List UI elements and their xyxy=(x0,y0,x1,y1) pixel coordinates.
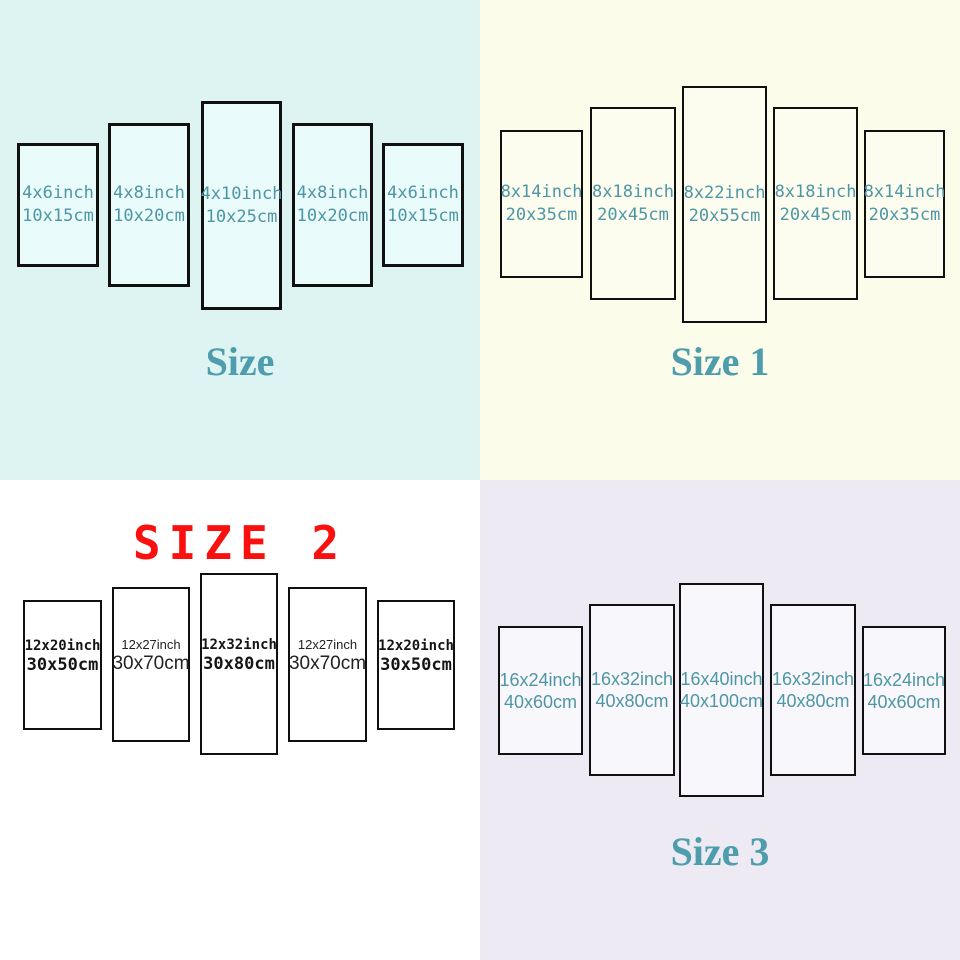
quadrant-size-1: 8x14inch 20x35cm 8x18inch 20x45cm 8x22in… xyxy=(480,0,960,480)
panel: 12x27inch 30x70cm xyxy=(288,587,367,742)
panel-inch-label: 16x32inch xyxy=(771,669,855,689)
panel-label: 16x24inch 40x60cm xyxy=(863,669,945,713)
panel-cm-label: 10x15cm xyxy=(22,206,94,226)
panel-label: 8x14inch 20x35cm xyxy=(501,181,583,227)
panel: 8x14inch 20x35cm xyxy=(864,130,945,278)
panel-inch-label: 8x14inch xyxy=(863,182,946,202)
panel-inch-label: 4x6inch xyxy=(387,183,459,203)
panel-label: 4x8inch 10x20cm xyxy=(113,182,185,228)
quadrant-size: 4x6inch 10x15cm 4x8inch 10x20cm 4x10inch… xyxy=(0,0,480,480)
quadrant-title: SIZE 2 xyxy=(132,516,348,570)
panel-inch-label: 4x6inch xyxy=(22,183,94,203)
panel-label: 4x10inch 10x25cm xyxy=(201,183,283,229)
panel-inch-label: 4x8inch xyxy=(113,183,185,203)
quadrant-title: Size xyxy=(205,339,275,384)
panel-cm-label: 30x80cm xyxy=(203,653,275,674)
panel-cm-label: 40x60cm xyxy=(867,691,941,712)
panel-label: 12x20inch 30x50cm xyxy=(25,638,101,675)
panel-cm-label: 10x15cm xyxy=(387,206,459,226)
panel: 12x20inch 30x50cm xyxy=(377,600,455,730)
panel: 12x32inch 30x80cm xyxy=(200,573,278,755)
panel-label: 16x24inch 40x60cm xyxy=(499,669,581,713)
panel-label: 4x6inch 10x15cm xyxy=(387,182,459,228)
panel-inch-label: 4x8inch xyxy=(296,183,369,203)
panel-inch-label: 16x24inch xyxy=(862,669,946,690)
quadrant-size-3: 16x24inch 40x60cm 16x32inch 40x80cm 16x4… xyxy=(480,480,960,960)
panel-inch-label: 8x14inch xyxy=(500,182,583,202)
panel: 4x8inch 10x20cm xyxy=(108,123,190,287)
panel-cm-label: 20x55cm xyxy=(688,205,761,226)
panel-cm-label: 30x70cm xyxy=(288,652,367,674)
panel-inch-label: 12x27inch xyxy=(297,636,358,652)
panel: 8x14inch 20x35cm xyxy=(500,130,583,278)
panel-label: 12x27inch 30x70cm xyxy=(112,637,189,675)
panel-label: 16x32inch 40x80cm xyxy=(591,668,673,712)
panel: 12x27inch 30x70cm xyxy=(112,587,190,742)
panel-inch-label: 4x10inch xyxy=(200,183,283,204)
panel-label: 8x18inch 20x45cm xyxy=(592,181,674,227)
panel-inch-label: 8x18inch xyxy=(774,181,857,202)
panel-label: 8x22inch 20x55cm xyxy=(684,182,766,228)
panel-cm-label: 40x80cm xyxy=(776,691,850,711)
panel-inch-label: 8x18inch xyxy=(592,181,674,202)
panel: 16x24inch 40x60cm xyxy=(862,626,946,755)
panel: 4x10inch 10x25cm xyxy=(201,101,282,310)
panel: 4x8inch 10x20cm xyxy=(292,123,373,287)
panel-cm-label: 20x35cm xyxy=(868,205,941,225)
panel-inch-label: 12x20inch xyxy=(24,637,101,654)
quadrant-size-2: SIZE 2 12x20inch 30x50cm 12x27inch 30x70… xyxy=(0,480,480,960)
panel-label: 12x32inch 30x80cm xyxy=(201,637,277,674)
quadrant-title: Size 3 xyxy=(670,829,770,874)
panel: 4x6inch 10x15cm xyxy=(17,143,99,267)
panel-inch-label: 16x24inch xyxy=(499,669,582,690)
panel-cm-label: 40x100cm xyxy=(679,691,764,711)
panel-cm-label: 40x80cm xyxy=(595,691,669,711)
panel-inch-label: 8x22inch xyxy=(683,182,766,203)
panel-cm-label: 20x45cm xyxy=(597,204,669,225)
panel-label: 12x20inch 30x50cm xyxy=(378,638,454,675)
panel: 16x32inch 40x80cm xyxy=(589,604,675,776)
panel: 8x18inch 20x45cm xyxy=(773,107,858,300)
panel-label: 4x8inch 10x20cm xyxy=(297,182,369,228)
panel-inch-label: 16x32inch xyxy=(590,669,674,689)
panel-label: 16x40inch 40x100cm xyxy=(680,668,763,712)
panel-label: 8x14inch 20x35cm xyxy=(864,181,946,227)
panel-cm-label: 10x20cm xyxy=(113,206,185,226)
panel: 16x32inch 40x80cm xyxy=(770,604,856,776)
panel-cm-label: 30x50cm xyxy=(26,654,99,675)
panel-label: 16x32inch 40x80cm xyxy=(772,668,854,712)
quadrant-title: Size 1 xyxy=(670,339,770,384)
panel-cm-label: 30x50cm xyxy=(380,654,452,675)
panel-cm-label: 20x35cm xyxy=(505,205,578,225)
panel: 4x6inch 10x15cm xyxy=(382,143,464,267)
panel: 16x40inch 40x100cm xyxy=(679,583,764,797)
panel-inch-label: 12x20inch xyxy=(378,637,454,654)
panel-label: 12x27inch 30x70cm xyxy=(289,637,366,675)
panel-inch-label: 12x32inch xyxy=(201,636,277,653)
panel-cm-label: 20x45cm xyxy=(779,204,852,225)
panel-cm-label: 10x20cm xyxy=(296,206,369,226)
panel-inch-label: 12x27inch xyxy=(121,636,181,652)
panel: 8x18inch 20x45cm xyxy=(590,107,676,300)
panel-label: 8x18inch 20x45cm xyxy=(775,181,857,227)
panel-cm-label: 40x60cm xyxy=(503,691,578,712)
panel-inch-label: 16x40inch xyxy=(680,669,763,689)
panel-label: 4x6inch 10x15cm xyxy=(22,182,94,228)
panel-cm-label: 10x25cm xyxy=(205,206,278,227)
panel: 16x24inch 40x60cm xyxy=(498,626,583,755)
panel-cm-label: 30x70cm xyxy=(112,652,190,674)
panel: 12x20inch 30x50cm xyxy=(23,600,102,730)
panel: 8x22inch 20x55cm xyxy=(682,86,767,323)
